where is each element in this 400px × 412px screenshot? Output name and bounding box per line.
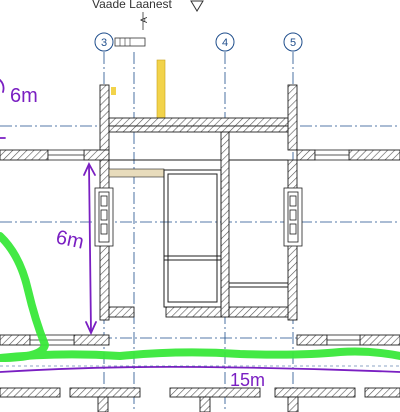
annotation-top-left: 6m [10,85,38,107]
view-title: Vaade Laanest [92,0,173,11]
windows [29,149,361,346]
axis-bubble-4: 4 [215,32,235,52]
vertical-dimension-line [88,164,92,333]
hand-annotations [0,79,400,373]
axis-bubble-3: 3 [94,32,114,52]
annotation-horizontal-15m: 15m [230,370,265,390]
view-marker-label: A [139,17,149,23]
horizontal-dimension-line [0,365,400,373]
view-direction-marker [190,0,204,12]
highlighted-column-yellow [156,59,166,119]
highlighted-mark-yellow [111,87,116,95]
axis-label-5: 5 [290,37,296,49]
axis-label-3: 3 [101,37,107,49]
column-details [94,187,303,247]
interior-frames [109,159,288,308]
axis-label-4: 4 [222,37,228,49]
annotation-vertical-6m: 6m [54,226,86,253]
highlighter-strokes [0,232,400,362]
beam [108,168,165,178]
axis-bubble-5: 5 [283,32,303,52]
